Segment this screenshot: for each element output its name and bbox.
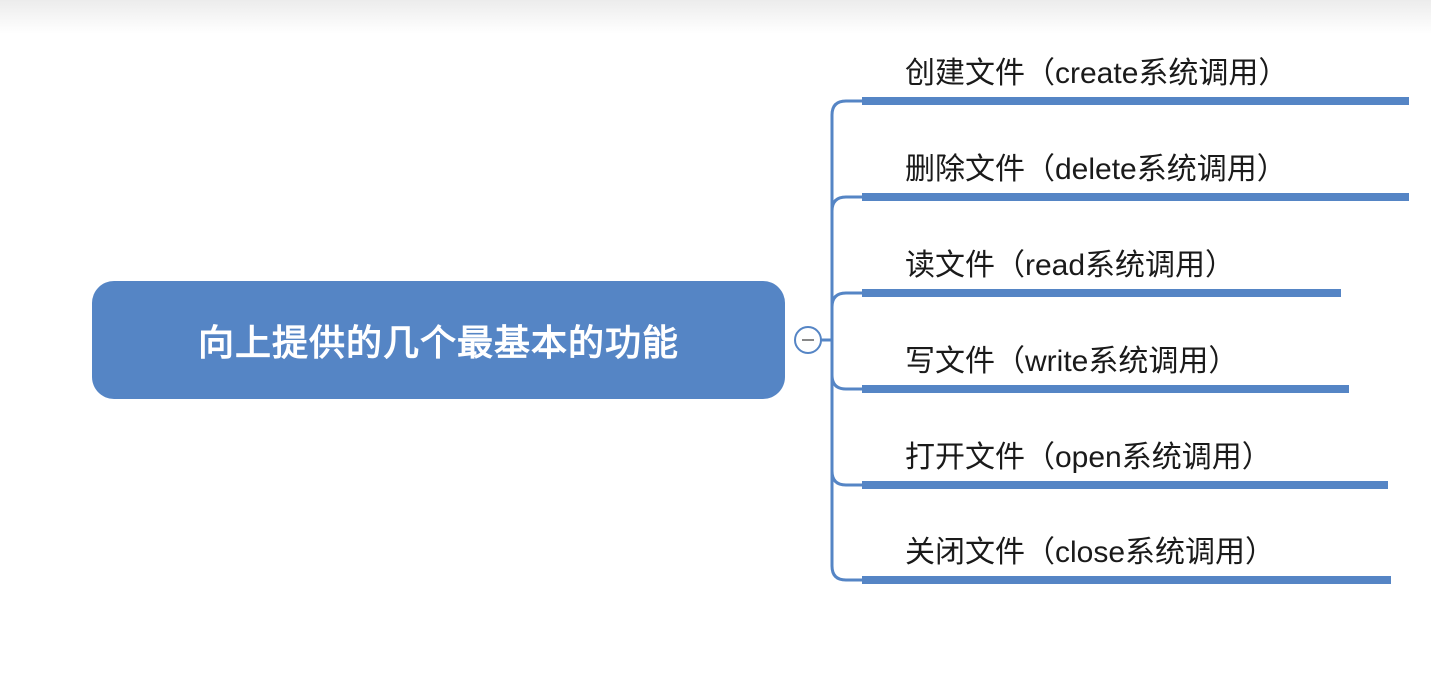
- branch-node-close[interactable]: 关闭文件（close系统调用）: [905, 536, 1276, 569]
- branch-connector: [830, 195, 862, 212]
- branch-spine: [830, 99, 862, 582]
- branch-connector: [830, 470, 862, 487]
- top-bar: [0, 0, 1431, 34]
- branch-node-delete[interactable]: 删除文件（delete系统调用）: [905, 153, 1287, 186]
- root-node-label: 向上提供的几个最基本的功能: [197, 322, 679, 363]
- branch-node-create[interactable]: 创建文件（create系统调用）: [905, 57, 1289, 90]
- root-node[interactable]: 向上提供的几个最基本的功能: [92, 281, 785, 399]
- branch-connector: [830, 374, 862, 391]
- branch-connector: [830, 291, 862, 308]
- collapse-toggle-icon[interactable]: [794, 326, 822, 354]
- branch-node-write[interactable]: 写文件（write系统调用）: [905, 345, 1239, 378]
- branch-node-read[interactable]: 读文件（read系统调用）: [905, 249, 1236, 282]
- branch-node-open[interactable]: 打开文件（open系统调用）: [905, 441, 1272, 474]
